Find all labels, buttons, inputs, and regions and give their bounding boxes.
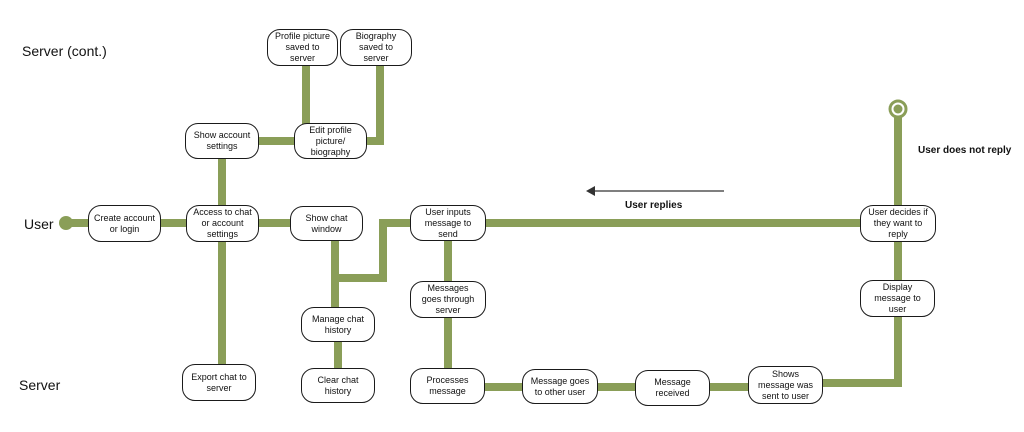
node-create-account: Create account or login (88, 205, 161, 242)
flow-line-chat-input (331, 219, 414, 282)
user-does-not-reply-label: User does not reply (918, 145, 1012, 156)
node-manage-chat-history: Manage chat history (301, 307, 375, 342)
start-terminator (59, 216, 73, 230)
node-user-decides-reply: User decides if they want to reply (860, 205, 936, 242)
node-show-account-settings: Show account settings (185, 123, 259, 159)
flow-line-edit-bio (359, 63, 384, 145)
node-user-inputs-message: User inputs message to send (410, 205, 486, 241)
node-messages-through-server: Messages goes through server (410, 281, 486, 318)
end-terminator-inner (893, 104, 903, 114)
lane-label-server-cont: Server (cont.) (22, 43, 107, 59)
flow-line-shows-display (818, 312, 902, 387)
node-processes-message: Processes message (410, 368, 485, 404)
node-display-message: Display message to user (860, 280, 935, 317)
node-message-received: Message received (635, 370, 710, 406)
node-show-chat-window: Show chat window (290, 206, 363, 241)
node-message-goes-other-user: Message goes to other user (522, 369, 598, 404)
lane-label-server: Server (19, 377, 61, 393)
user-replies-label: User replies (625, 200, 683, 211)
node-export-chat: Export chat to server (182, 364, 256, 401)
node-clear-chat-history: Clear chat history (301, 368, 375, 403)
node-edit-profile: Edit profile picture/ biography (294, 123, 367, 159)
node-access-chat: Access to chat or account settings (186, 205, 259, 242)
node-biography-saved: Biography saved to server (340, 29, 412, 66)
node-shows-message-sent: Shows message was sent to user (748, 366, 823, 404)
node-profile-picture-saved: Profile picture saved to server (267, 29, 338, 66)
user-replies-arrowhead (586, 186, 595, 196)
lane-label-user: User (24, 216, 54, 232)
